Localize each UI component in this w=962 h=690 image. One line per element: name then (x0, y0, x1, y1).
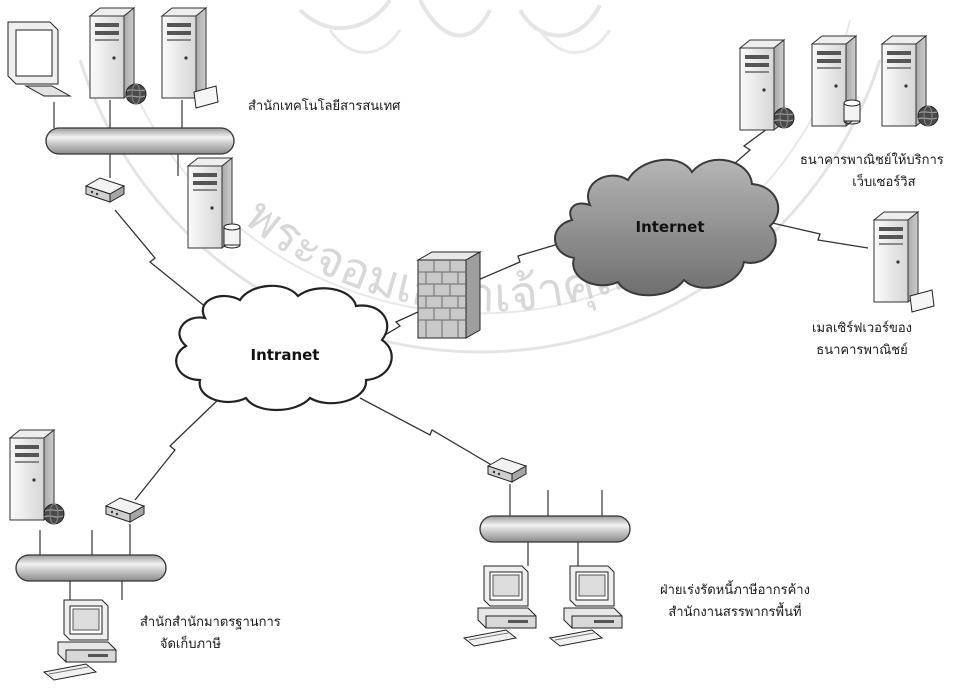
link-firewall-internet (477, 239, 573, 281)
internet-label: Internet (635, 218, 704, 236)
firewall-icon (416, 251, 482, 339)
network-links (114, 111, 869, 501)
link-std-intranet (134, 395, 223, 501)
label-standards-office-line1: สำนักสำนักมาตรฐานการ (140, 615, 281, 630)
intranet-label: Intranet (251, 346, 320, 364)
desktop-pc-icon (463, 565, 537, 647)
database-icon (223, 223, 241, 249)
it-office-group (7, 7, 241, 249)
mail-server-group (873, 211, 935, 313)
server-icon (873, 211, 919, 303)
desktop-pc-icon (43, 599, 117, 681)
internet-cloud (554, 158, 780, 297)
label-tax-dept-line2: สำนักงานสรรพากรพื้นที่ (668, 605, 802, 620)
label-it-office: สำนักเทคโนโลยีสารสนเทศ (248, 99, 401, 114)
globe-icon (917, 105, 939, 127)
label-standards-office-line2: จัดเก็บภาษี (159, 637, 221, 652)
watermark-seal (78, 0, 882, 354)
label-standards-office: สำนักสำนักมาตรฐานการ จัดเก็บภาษี (140, 612, 281, 656)
tax-dept-group (463, 457, 631, 647)
intranet-cloud (175, 284, 393, 411)
label-bank-web-line2: เว็บเซอร์วิส (852, 175, 916, 190)
globe-icon (125, 83, 147, 105)
standards-office-group (9, 429, 167, 681)
server-icon (161, 7, 207, 99)
lan-bus (479, 515, 631, 543)
label-bank-mail-line1: เมลเซิร์ฟเวอร์ของ (812, 321, 913, 336)
desktop-pc-icon (549, 565, 623, 647)
monitor-icon (7, 21, 71, 97)
label-bank-mail-line2: ธนาคารพาณิชย์ (816, 343, 908, 358)
link-internet-mail (767, 221, 869, 249)
globe-icon (43, 503, 65, 525)
link-it-intranet (114, 209, 213, 313)
link-intranet-firewall (379, 311, 419, 339)
lan-bus (45, 127, 235, 155)
router-icon (487, 457, 527, 483)
bank-web-group (739, 35, 939, 131)
router-icon (85, 177, 125, 203)
label-bank-web: ธนาคารพาณิชย์ให้บริการ เว็บเซอร์วิส (800, 150, 944, 194)
label-bank-web-line1: ธนาคารพาณิชย์ให้บริการ (800, 153, 944, 168)
label-tax-dept-line1: ฝ่ายเร่งรัดหนี้ภาษีอากรค้าง (660, 583, 810, 598)
globe-icon (773, 107, 795, 129)
database-icon (843, 99, 861, 125)
server-icon (89, 7, 135, 99)
label-tax-dept: ฝ่ายเร่งรัดหนี้ภาษีอากรค้าง สำนักงานสรรพ… (660, 580, 810, 624)
router-icon (105, 497, 145, 523)
label-bank-mail: เมลเซิร์ฟเวอร์ของ ธนาคารพาณิชย์ (812, 318, 912, 362)
link-intranet-dept (359, 397, 501, 471)
lan-bus (15, 554, 167, 582)
